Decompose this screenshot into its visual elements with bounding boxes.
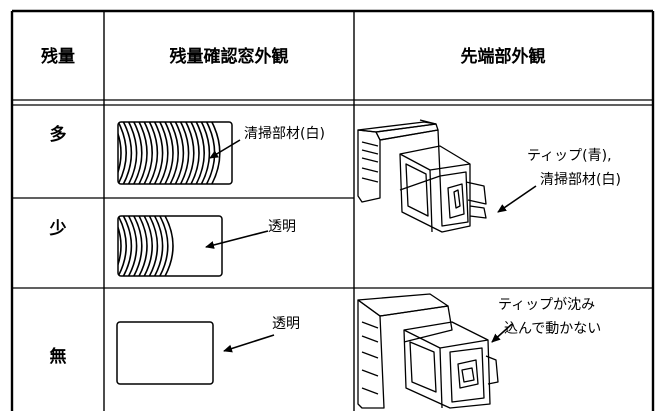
window-illustration-empty	[116, 321, 214, 385]
tip-note-extended-line1: ティップ(青),	[527, 148, 612, 164]
pointer-arrow-tip-recessed	[491, 323, 513, 343]
header-window-appearance: 残量確認窓外観	[170, 46, 289, 67]
tip-note-extended-line2: 清掃部材(白)	[540, 171, 621, 188]
tip-illustration-extended	[357, 119, 487, 233]
level-label-many: 多	[50, 124, 67, 145]
level-label-none: 無	[50, 346, 67, 367]
level-label-few: 少	[49, 219, 67, 239]
window-note-cleaning-member: 清掃部材(白)	[244, 125, 325, 142]
table-grid	[10, 9, 655, 411]
pointer-arrow-tip-extended	[497, 185, 537, 213]
window-note-transparent-empty: 透明	[272, 316, 300, 332]
window-illustration-low	[117, 215, 223, 277]
tip-illustration-recessed	[357, 293, 499, 409]
tip-note-recessed-line1: ティップが沈み	[498, 297, 595, 313]
pointer-arrow-cleaning-member	[209, 139, 241, 159]
pointer-arrow-transparent-low	[205, 230, 269, 249]
header-tip-appearance: 先端部外観	[461, 46, 546, 67]
window-illustration-full	[117, 121, 233, 185]
tip-note-recessed-line2: 込んで動かない	[504, 321, 601, 337]
header-level: 残量	[41, 46, 75, 67]
pointer-arrow-transparent-empty	[223, 334, 275, 353]
window-note-transparent-low: 透明	[268, 219, 296, 235]
